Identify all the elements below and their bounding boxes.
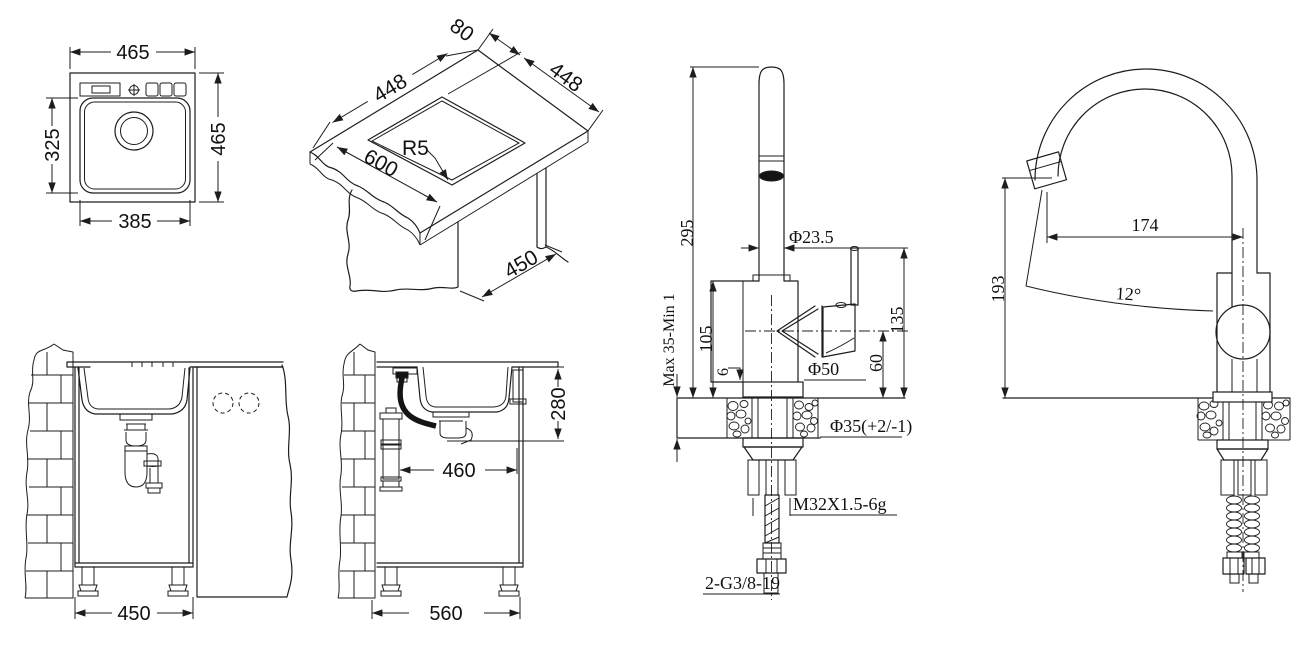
sink-outer-edge	[69, 72, 196, 203]
dim-spout-reach: 174	[1132, 215, 1159, 235]
dim-spout-height: 193	[988, 276, 1008, 303]
gooseneck-inner	[1057, 88, 1233, 177]
faucet-hole-cross	[128, 84, 140, 96]
panel-hole-1	[212, 392, 234, 414]
faucet-front-view: 295 105 Max 35-Min 1 6 Φ23.5 135 60	[661, 66, 912, 600]
mounting-clip	[512, 369, 524, 403]
dim-bowl-width: 385	[118, 211, 151, 233]
dim-faucet-total-height: 295	[677, 220, 697, 247]
flex-hoses	[1226, 495, 1260, 553]
cabinet-legs-side	[380, 566, 520, 597]
counter-hatch-side-right	[1261, 399, 1290, 439]
countertop-isometric-view: 448 80 448 600 450 R5	[309, 14, 604, 302]
dim-corner-radius: R5	[402, 137, 429, 160]
counter-hatch-left	[726, 400, 752, 438]
spout-tip	[1026, 151, 1068, 190]
dim-cabinet-depth: 460	[442, 460, 475, 482]
faucet-body-side	[1216, 272, 1271, 393]
overflow-hose	[397, 377, 437, 429]
counter-hatch-right	[792, 399, 819, 438]
dim-bowl-depth-height: 280	[548, 387, 570, 420]
sink-rim	[79, 97, 191, 194]
brick-wall-front	[24, 343, 74, 599]
dim-handle-top: 135	[887, 307, 907, 334]
drain-outer	[114, 111, 154, 151]
sink-top-view: 465 465 325 385	[42, 42, 230, 233]
countertop-front	[66, 361, 284, 368]
adjacent-panel	[192, 364, 293, 598]
dim-back-offset: 80	[445, 14, 477, 46]
counter-hatch-side-left	[1196, 400, 1223, 439]
drain-trap	[119, 413, 163, 494]
dim-handle-height: 60	[866, 354, 886, 372]
dim-spout-diameter: Φ23.5	[789, 227, 834, 247]
panel-hole-2	[238, 392, 260, 414]
joint-cone	[776, 305, 823, 358]
dim-counter-width: 600	[360, 145, 402, 182]
handle-base	[822, 303, 856, 358]
cabinet-panel-side	[536, 167, 569, 263]
bowl-section-front	[77, 367, 191, 415]
base-plate	[742, 381, 804, 398]
dim-spout-angle: 12°	[1115, 283, 1142, 305]
wall-standpipe	[379, 407, 403, 492]
dim-cutout-right: 448	[545, 58, 587, 97]
countertop-side	[376, 361, 559, 368]
dim-cabinet-side-width: 560	[429, 603, 462, 625]
cabinet-panel-front	[346, 189, 459, 293]
cabinet-box-front	[74, 367, 194, 568]
dim-bowl-height: 325	[42, 128, 64, 161]
slab-thickness	[309, 131, 589, 246]
dim-hole-diameter: Φ35(+2/-1)	[830, 416, 912, 437]
base-plate-side	[1212, 391, 1273, 403]
faucet-body	[710, 280, 799, 383]
angle-arc	[1025, 285, 1214, 312]
cabinet-side-view: 460 280 560	[337, 343, 570, 625]
cabinet-legs-front	[77, 566, 189, 597]
overflow-slot	[79, 82, 121, 97]
dim-inlet-spec: 2-G3/8-19	[705, 573, 780, 593]
dim-base-diameter: Φ50	[808, 359, 839, 379]
dim-body-height: 105	[696, 326, 716, 353]
hose-tail	[763, 572, 779, 594]
radius-leader	[426, 149, 449, 181]
aerator-window	[759, 170, 784, 182]
dim-top-width: 465	[116, 42, 149, 64]
dim-counter-depth: 450	[500, 246, 542, 283]
mounting-shank	[751, 397, 794, 438]
cabinet-box-side	[376, 366, 524, 568]
cabinet-front-view: 450	[24, 343, 293, 625]
drain-inner	[120, 117, 148, 145]
sink-bowl-inner	[84, 101, 186, 190]
dim-deck-thickness-range: Max 35-Min 1	[661, 293, 678, 386]
handle-lever	[850, 247, 859, 306]
faucet-side-view: 12° 174 193	[988, 68, 1291, 592]
brick-wall-side	[337, 343, 376, 599]
dim-cutout-left: 448	[369, 70, 411, 108]
gooseneck-outer	[1034, 68, 1258, 181]
dim-thread-spec: M32X1.5-6g	[793, 494, 887, 514]
drain-assembly-side	[432, 411, 473, 445]
inlet-nut-2	[1245, 557, 1266, 575]
dim-cabinet-front-width: 450	[117, 603, 150, 625]
spout-tube	[758, 66, 785, 282]
dim-top-height: 465	[208, 122, 230, 155]
dim-plate-height: 6	[715, 368, 732, 376]
inlet-nut-1	[1222, 557, 1245, 575]
handle-screw	[835, 302, 847, 308]
